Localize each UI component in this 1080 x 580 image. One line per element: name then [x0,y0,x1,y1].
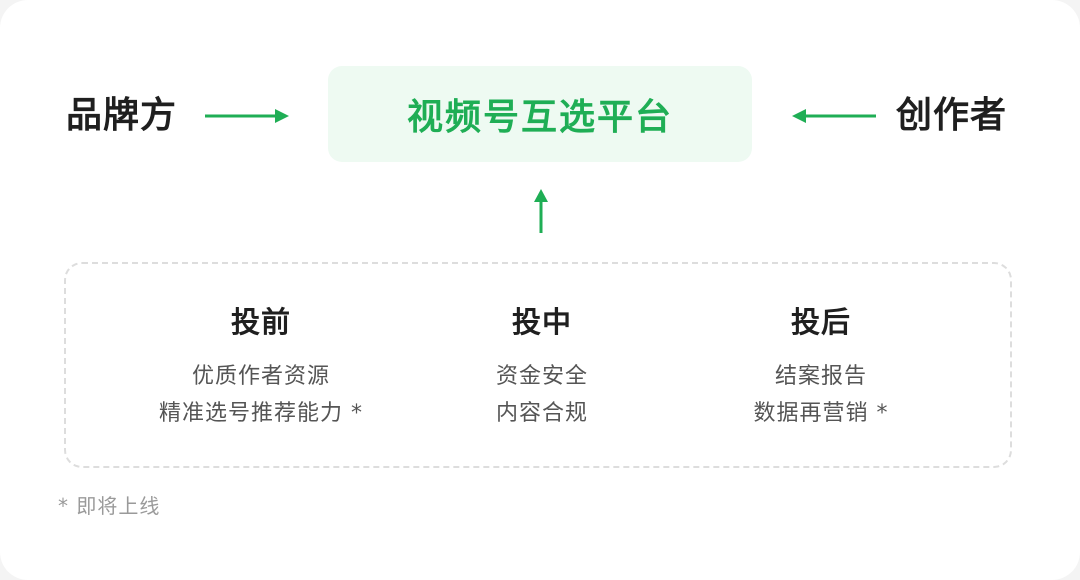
stage-title: 投前 [230,305,291,339]
stage-title: 投后 [790,305,851,339]
stage-post: 投后 结案报告 数据再营销 * [671,304,971,432]
stage-item: 精准选号推荐能力 * [159,401,363,426]
stage-item: 资金安全 [495,364,588,389]
platform-label: 视频号互选平台 [406,97,673,138]
creator-label: 创作者 [896,95,1008,136]
arrow-up-icon [534,189,548,233]
stages-box: 投前 优质作者资源 精准选号推荐能力 * 投中 资金安全 内容合规 投后 结案报… [64,262,1012,468]
footnote: * 即将上线 [58,494,161,518]
brand-label: 品牌方 [66,95,178,136]
stage-mid: 投中 资金安全 内容合规 [392,304,692,432]
stage-pre: 投前 优质作者资源 精准选号推荐能力 * [111,304,411,432]
stage-item: 优质作者资源 [191,364,330,389]
arrow-right-icon [205,109,289,123]
platform-box: 视频号互选平台 [328,66,752,162]
stage-item: 结案报告 [774,364,867,389]
stage-title: 投中 [511,305,572,339]
arrow-left-icon [792,109,876,123]
stage-item: 内容合规 [495,401,588,426]
stage-item: 数据再营销 * [753,401,889,426]
